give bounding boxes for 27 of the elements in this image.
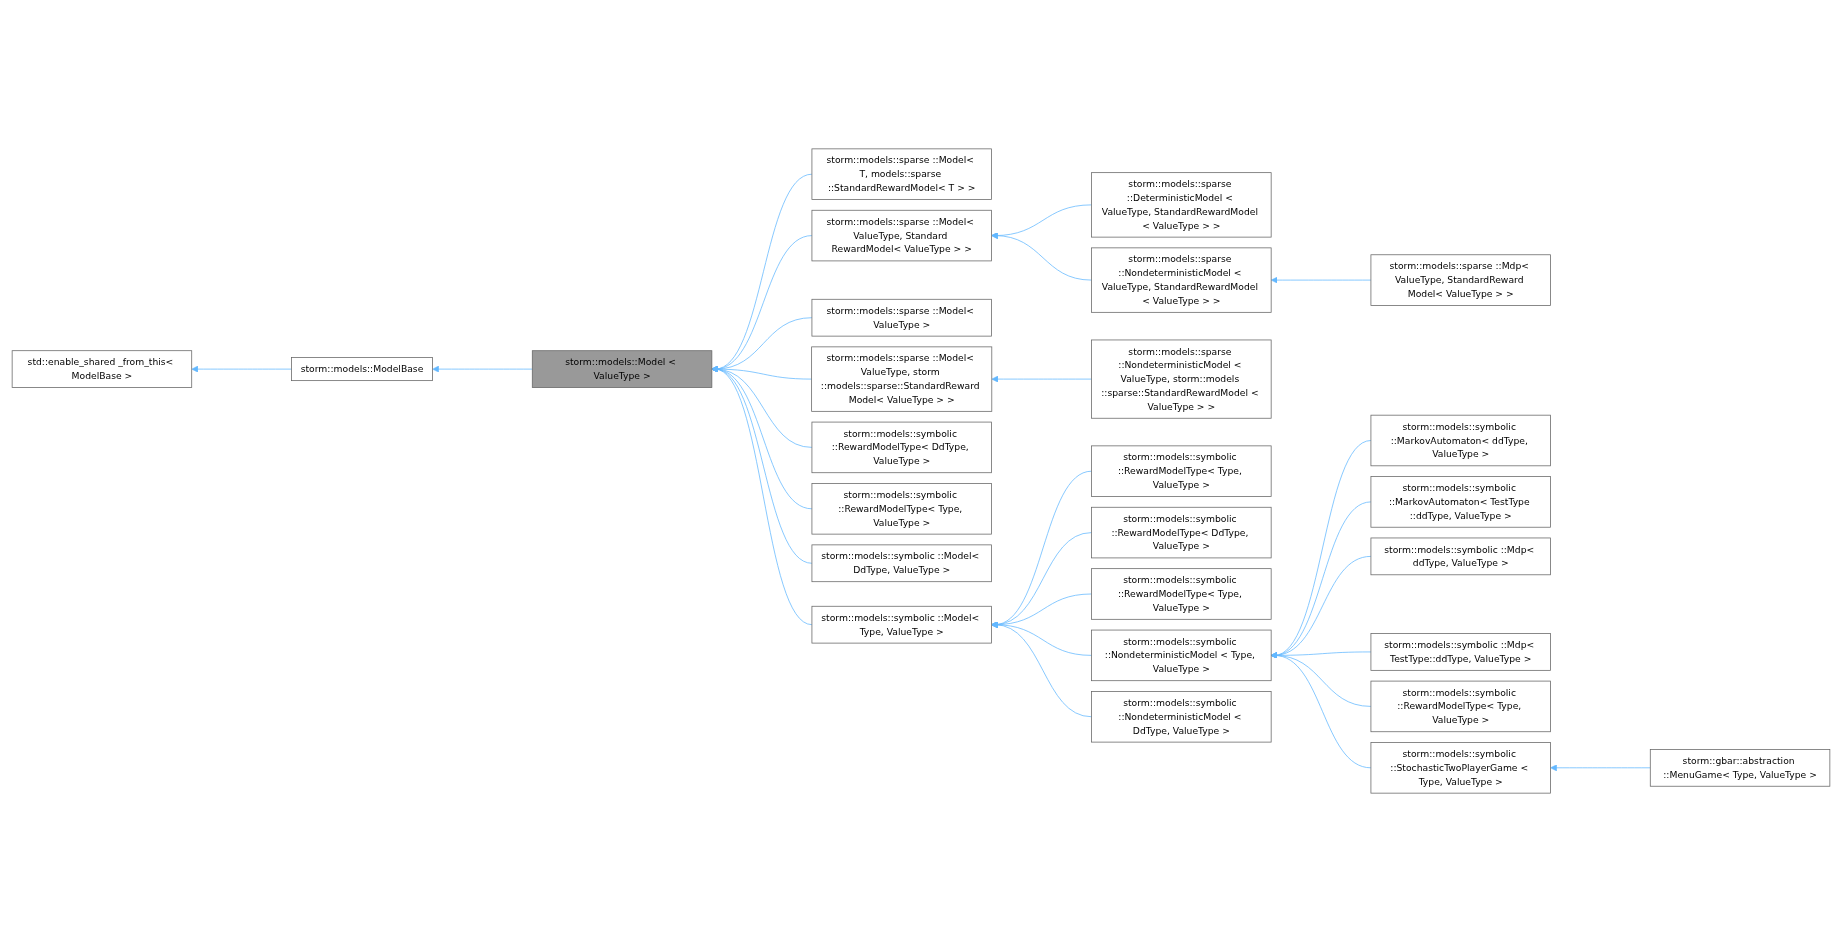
node-box: storm::models::symbolic ::RewardModelType< Type, ValueType >	[1370, 680, 1551, 733]
node-box: storm::models::symbolic ::RewardModelType< Type, ValueType >	[1091, 445, 1272, 497]
node-box: storm::models::symbolic ::Model< DdType, ValueType >	[811, 544, 992, 583]
node-box: storm::models::symbolic ::RewardModelType< Type, ValueType >	[811, 483, 992, 535]
node-box: storm::models::sparse ::Model< T, models::sparse ::StandardRewardModel< T > >	[811, 148, 992, 200]
node-box: storm::models::sparse ::Model< ValueType, Standard RewardModel< ValueType > >	[811, 209, 992, 262]
node-box: storm::models::sparse ::Model< ValueType >	[811, 298, 992, 337]
node-box: std::enable_shared _from_this< ModelBase >	[11, 350, 193, 388]
node-box: storm::models::Model < ValueType >	[531, 350, 713, 388]
node-box: storm::models::symbolic ::MarkovAutomaton< TestType ::ddType, ValueType >	[1370, 476, 1551, 528]
node-box: storm::models::sparse ::NondeterministicModel < ValueType, StandardRewardModel < ValueType > >	[1091, 247, 1272, 313]
node-box: storm::models::sparse ::DeterministicModel < ValueType, StandardRewardModel < ValueType > >	[1091, 172, 1272, 238]
node-box: storm::models::ModelBase	[291, 357, 433, 381]
node-box: storm::models::symbolic ::Mdp< TestType::ddType, ValueType >	[1370, 633, 1551, 671]
node-box: storm::models::symbolic ::StochasticTwoPlayerGame < Type, ValueType >	[1370, 742, 1551, 794]
node-box: storm::models::sparse ::Model< ValueType, storm ::models::sparse::StandardReward Model< ValueType > >	[811, 346, 993, 412]
node-box: storm::gbar::abstraction ::MenuGame< Type, ValueType >	[1649, 749, 1831, 787]
node-box: storm::models::symbolic ::RewardModelType< Type, ValueType >	[1091, 568, 1272, 620]
node-box: storm::models::symbolic ::Model< Type, ValueType >	[811, 605, 992, 644]
node-box: storm::models::sparse ::Mdp< ValueType, StandardReward Model< ValueType > >	[1370, 254, 1551, 306]
node-box: storm::models::symbolic ::RewardModelType< DdType, ValueType >	[811, 421, 992, 474]
node-box: storm::models::symbolic ::NondeterministicModel < Type, ValueType >	[1091, 629, 1272, 682]
node-box: storm::models::symbolic ::Mdp< ddType, ValueType >	[1370, 537, 1551, 576]
node-box: storm::models::symbolic ::MarkovAutomaton< ddType, ValueType >	[1370, 414, 1551, 467]
node-box: storm::models::sparse ::NondeterministicModel < ValueType, storm::models ::sparse::StandardRewardModel < ValueType > >	[1091, 339, 1272, 419]
node-box: storm::models::symbolic ::RewardModelType< DdType, ValueType >	[1091, 506, 1272, 559]
node-box: storm::models::symbolic ::NondeterministicModel < DdType, ValueType >	[1091, 691, 1272, 743]
